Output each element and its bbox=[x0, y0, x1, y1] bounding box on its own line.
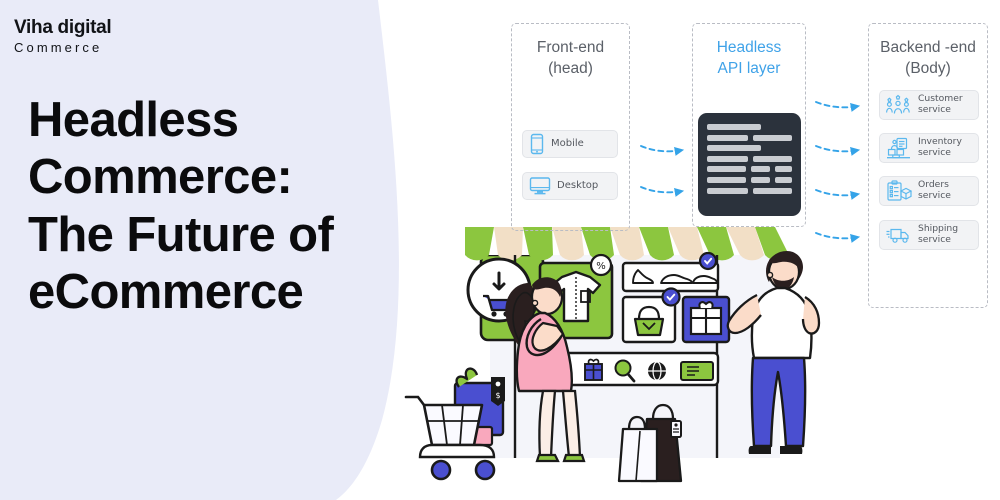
chip-desktop-label: Desktop bbox=[557, 180, 599, 192]
backend-panel bbox=[868, 23, 988, 308]
api-code-block-icon bbox=[698, 113, 801, 216]
code-row bbox=[707, 166, 792, 173]
chip-mobile-label: Mobile bbox=[551, 138, 584, 150]
backend-title-line2: (Body) bbox=[905, 59, 951, 77]
code-row bbox=[707, 155, 792, 162]
product-giftbox bbox=[681, 295, 731, 344]
page-title-line-2: Commerce: bbox=[28, 150, 293, 205]
shopping-cart: $ bbox=[404, 367, 505, 481]
chip-orders-service-label: Orders service bbox=[918, 179, 951, 201]
hero-left-panel bbox=[0, 0, 420, 500]
dashed-arrow-right-icon bbox=[815, 101, 861, 112]
api-title-line1: Headless bbox=[716, 39, 782, 56]
backend-title-line1: Backend -end bbox=[880, 39, 976, 56]
chip-mobile[interactable]: Mobile bbox=[522, 130, 618, 158]
product-handbag bbox=[621, 287, 681, 344]
code-row bbox=[707, 187, 792, 194]
brand-logo-line1: Viha digital bbox=[14, 17, 112, 38]
shipping-truck-icon bbox=[886, 225, 912, 245]
chip-shipping-service[interactable]: Shipping service bbox=[879, 220, 979, 250]
brand-logo-line2: Commerce bbox=[14, 40, 103, 55]
chip-orders-service[interactable]: Orders service bbox=[879, 176, 979, 206]
svg-text:$: $ bbox=[495, 391, 500, 400]
headless-commerce-storefront-illustration: % bbox=[404, 227, 821, 483]
shopping-bags bbox=[617, 403, 683, 483]
customer-group-icon bbox=[886, 94, 912, 116]
shopper-woman bbox=[505, 277, 586, 463]
frontend-title-line2: (head) bbox=[548, 59, 593, 77]
shopper-man bbox=[726, 251, 821, 454]
brand-logo[interactable]: Viha digital Commerce bbox=[14, 17, 112, 55]
chip-shipping-service-label: Shipping service bbox=[918, 223, 959, 245]
api-title-line2: API layer bbox=[717, 59, 781, 77]
frontend-panel bbox=[511, 23, 630, 231]
chip-desktop[interactable]: Desktop bbox=[522, 172, 618, 200]
code-row bbox=[707, 134, 792, 141]
api-layer-panel bbox=[692, 23, 806, 227]
svg-text:%: % bbox=[596, 261, 606, 272]
dashed-arrow-right-icon bbox=[815, 145, 861, 156]
storefront-awning bbox=[450, 227, 790, 261]
feature-icons-bar bbox=[538, 351, 720, 387]
desktop-monitor-icon bbox=[529, 176, 551, 196]
api-panel-title: Headless API layer bbox=[692, 38, 806, 80]
orders-clipboard-icon bbox=[886, 180, 912, 202]
dashed-arrow-right-icon bbox=[640, 186, 685, 197]
code-row bbox=[707, 176, 792, 183]
mobile-phone-icon bbox=[529, 133, 545, 155]
page-title: Headless Commerce: The Future of eCommer… bbox=[28, 92, 428, 321]
chip-customer-service[interactable]: Customer service bbox=[879, 90, 979, 120]
code-row bbox=[707, 145, 792, 152]
chip-inventory-service-label: Inventory service bbox=[918, 136, 962, 158]
backend-panel-title: Backend -end (Body) bbox=[862, 38, 994, 80]
inventory-boxes-icon bbox=[886, 137, 912, 159]
frontend-title-line1: Front-end bbox=[536, 39, 605, 56]
dashed-arrow-right-icon bbox=[815, 189, 861, 200]
dashed-arrow-right-icon bbox=[640, 145, 685, 156]
page-title-line-4: eCommerce bbox=[28, 264, 304, 319]
code-row bbox=[707, 124, 792, 130]
chip-customer-service-label: Customer service bbox=[918, 93, 963, 115]
product-shirt: % bbox=[538, 253, 614, 340]
frontend-panel-title: Front-end (head) bbox=[511, 38, 630, 80]
page-title-line-1: Headless bbox=[28, 93, 239, 147]
page-title-line-3: The Future of bbox=[28, 207, 334, 262]
chip-inventory-service[interactable]: Inventory service bbox=[879, 133, 979, 163]
